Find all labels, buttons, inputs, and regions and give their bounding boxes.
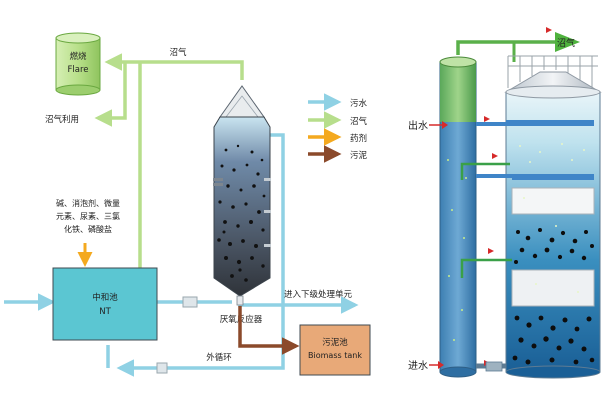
inlet-pump-icon xyxy=(485,361,503,372)
neutral-tank: 中和池 NT xyxy=(52,267,158,341)
biogas-lines xyxy=(94,53,244,268)
biogas-outlet-pipe: 沼气 xyxy=(456,32,580,62)
biogas-top-label: 沼气 xyxy=(169,47,187,58)
inlet-label: 进水 xyxy=(408,360,428,372)
biogas-outlet-label: 沼气 xyxy=(557,37,575,49)
chemicals-label-line1: 碱、消泡剂、微量 xyxy=(56,198,120,208)
anaerobic-reactor xyxy=(213,85,271,306)
legend-sludge-label: 污泥 xyxy=(350,150,368,161)
neutral-tank-label-en: NT xyxy=(99,307,111,317)
legend-wastewater-label: 污水 xyxy=(350,98,368,109)
chemicals-label-line2: 元素、尿素、三氯 xyxy=(56,211,120,221)
legend: 污水 沼气 药剂 污泥 xyxy=(308,93,368,163)
neutral-tank-label-cn: 中和池 xyxy=(92,292,118,303)
inlet-label-group: 进水 xyxy=(408,360,444,372)
flare-cylinder: 燃烧 Flare xyxy=(55,32,101,96)
outlet-label: 出水 xyxy=(408,119,428,132)
tank-sludge-granules xyxy=(512,228,595,365)
biomass-tank-label-en: Biomass tank xyxy=(308,351,362,360)
biomass-tank-label-cn: 污泥池 xyxy=(322,337,348,348)
reactor-sludge-particles xyxy=(217,144,266,282)
recirculation-label: 外循环 xyxy=(206,352,232,363)
legend-biogas-label: 沼气 xyxy=(350,116,368,127)
flare-label-en: Flare xyxy=(68,65,89,75)
biomass-tank: 污泥池 Biomass tank xyxy=(299,324,371,376)
pump-icon xyxy=(182,296,198,308)
side-column xyxy=(439,56,477,378)
tank-railing xyxy=(507,55,598,88)
sludge-line xyxy=(238,306,300,355)
outflow-label: 进入下级处理单元 xyxy=(284,289,353,300)
tank-bubbles xyxy=(519,143,585,293)
flare-label-cn: 燃烧 xyxy=(69,51,87,62)
main-tank xyxy=(505,85,601,379)
recirculation-pump-icon xyxy=(156,362,168,374)
biogas-utilization-label: 沼气利用 xyxy=(45,114,79,125)
chemicals-label-line3: 化铁、磷酸盐 xyxy=(64,224,112,234)
outlet-label-group: 出水 xyxy=(408,119,448,132)
legend-chemical-label: 药剂 xyxy=(350,133,367,144)
